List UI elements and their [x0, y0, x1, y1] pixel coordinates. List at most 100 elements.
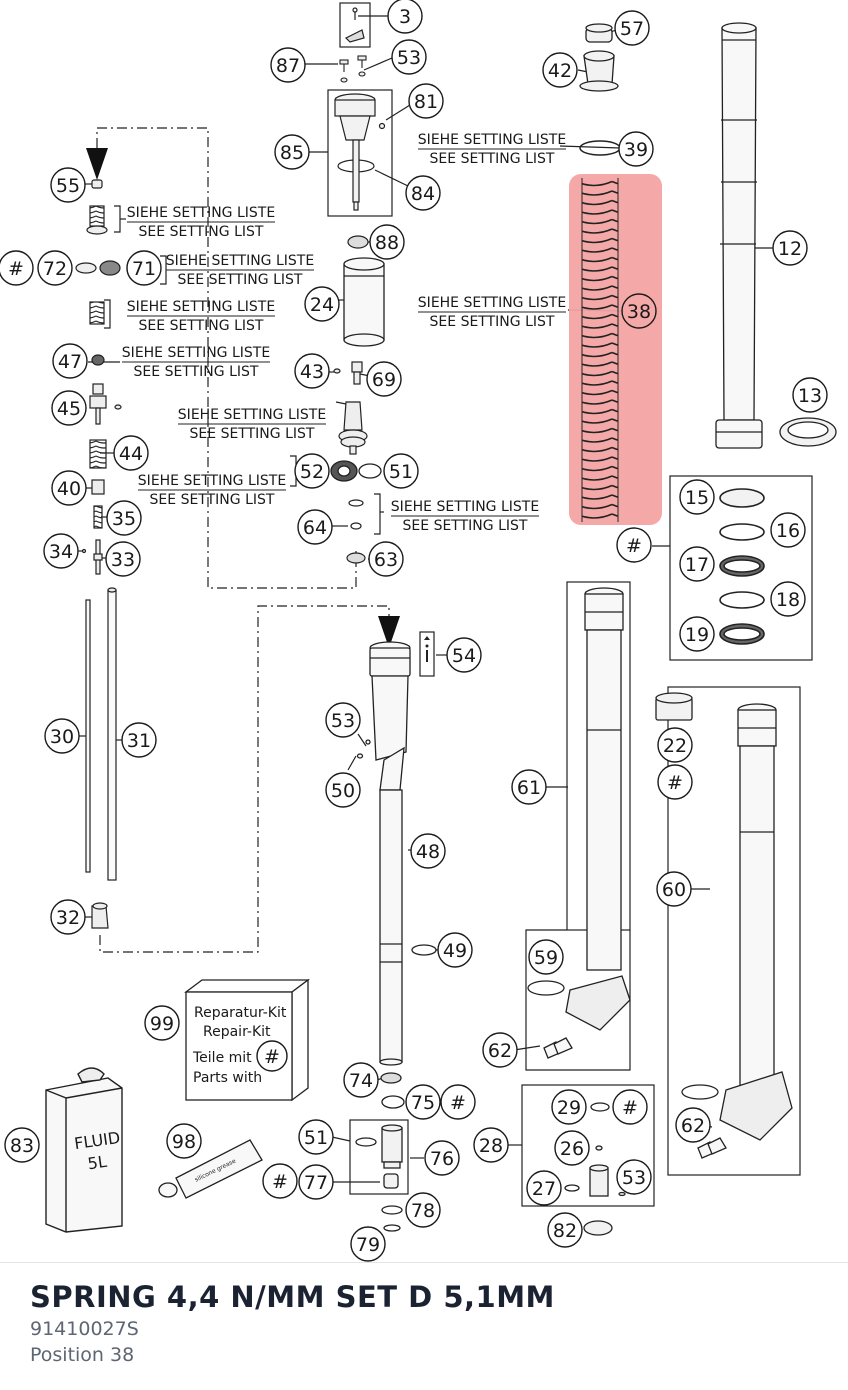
callout-number: 3 — [399, 6, 411, 28]
footer-divider — [0, 1262, 848, 1263]
setting-note-de: SIEHE SETTING LISTE — [178, 407, 326, 423]
parts-64-63-washers — [346, 499, 366, 564]
callout-number: 60 — [662, 879, 686, 901]
repair-kit-symbol-text: # — [264, 1046, 280, 1068]
callout-16: 16 — [770, 512, 806, 548]
callout-number: # — [272, 1171, 288, 1193]
setting-note-de: SIEHE SETTING LISTE — [127, 205, 275, 221]
repair-kit-label-de: Reparatur-Kit — [194, 1005, 287, 1021]
setting-list-notes: SIEHE SETTING LISTE SEE SETTING LIST SIEHE… — [122, 132, 566, 534]
callout-43: 43 — [294, 353, 330, 389]
callout-number: # — [450, 1092, 466, 1114]
callout-26: 26 — [554, 1130, 590, 1166]
part-position: Position 38 — [30, 1344, 135, 1366]
setting-note: SIEHE SETTING LISTE SEE SETTING LIST — [391, 499, 539, 534]
callout-54: 54 — [446, 637, 482, 673]
callout-number: 40 — [57, 478, 81, 500]
callout-number: 29 — [557, 1097, 581, 1119]
part-3-sealant-icon — [344, 7, 365, 43]
callout-72: 72 — [37, 250, 73, 286]
callout-71: 71 — [126, 250, 162, 286]
callout-number: # — [622, 1097, 638, 1119]
callout-number: # — [8, 258, 24, 280]
callout-number: 33 — [111, 549, 135, 571]
parts-with-label-en: Parts with — [193, 1070, 262, 1086]
callout-number: 71 — [132, 258, 156, 280]
callout-number: # — [626, 535, 642, 557]
callout-number: 74 — [349, 1070, 373, 1092]
part-49-o-ring — [411, 944, 437, 956]
callout-number: 57 — [620, 18, 644, 40]
callout-62: 62 — [675, 1107, 711, 1143]
setting-note-en: SEE SETTING LIST — [134, 364, 259, 380]
callout-number: 16 — [776, 520, 800, 542]
assembly-arrow-icon — [86, 148, 108, 180]
callout-22: 22 — [657, 727, 693, 763]
callout-number: 24 — [310, 294, 334, 316]
small-screws — [339, 55, 367, 83]
callout-number: 39 — [624, 139, 648, 161]
callout-number: 85 — [280, 142, 304, 164]
setting-note-de: SIEHE SETTING LISTE — [418, 295, 566, 311]
callout-number: 49 — [443, 940, 467, 962]
callout-number: 62 — [681, 1115, 705, 1137]
callout-number: 55 — [56, 175, 80, 197]
callout-38: 38 — [621, 293, 657, 329]
callout-number: 32 — [56, 907, 80, 929]
callout-repair-kit-symbol: # — [0, 250, 34, 286]
parts-52-51-piston — [330, 460, 382, 482]
callout-13: 13 — [792, 377, 828, 413]
callout-99: 99 — [144, 1005, 180, 1041]
callout-19: 19 — [679, 616, 715, 652]
part-69-valve — [333, 361, 363, 385]
callout-17: 17 — [679, 546, 715, 582]
callout-55: 55 — [50, 167, 86, 203]
setting-note-de: SIEHE SETTING LISTE — [122, 345, 270, 361]
callout-62: 62 — [482, 1032, 518, 1068]
callout-51: 51 — [298, 1119, 334, 1155]
setting-note-de: SIEHE SETTING LISTE — [166, 253, 314, 269]
callout-number: 64 — [303, 517, 327, 539]
setting-note: SIEHE SETTING LISTE SEE SETTING LIST — [122, 345, 270, 380]
callout-39: 39 — [618, 131, 654, 167]
callout-53: 53 — [325, 702, 361, 738]
callout-number: 77 — [304, 1172, 328, 1194]
setting-note-en: SEE SETTING LIST — [150, 492, 275, 508]
callout-82: 82 — [547, 1212, 583, 1248]
part-38-fork-spring — [581, 178, 619, 522]
part-title: SPRING 4,4 N/MM SET D 5,1MM — [30, 1280, 555, 1314]
setting-note-en: SEE SETTING LIST — [430, 151, 555, 167]
callout-number: 13 — [798, 385, 822, 407]
callout-87: 87 — [270, 47, 306, 83]
parts-with-label-de: Teile mit — [192, 1050, 252, 1066]
callout-number: 81 — [414, 91, 438, 113]
callout-number: 63 — [374, 549, 398, 571]
callout-45: 45 — [51, 390, 87, 426]
callout-50: 50 — [325, 772, 361, 808]
callout-number: 47 — [58, 351, 82, 373]
callout-number: 79 — [356, 1234, 380, 1256]
callout-53: 53 — [616, 1159, 652, 1195]
repair-kit-symbol: # — [256, 1040, 288, 1072]
part-22-guide — [655, 692, 693, 721]
setting-note-en: SEE SETTING LIST — [403, 518, 528, 534]
callout-number: 34 — [49, 541, 73, 563]
callout-number: 76 — [430, 1148, 454, 1170]
callout-repair-kit-symbol: # — [440, 1084, 476, 1120]
part-28-valve-group — [564, 1102, 626, 1236]
callout-number: 72 — [43, 258, 67, 280]
callout-60: 60 — [656, 871, 692, 907]
callout-81: 81 — [408, 83, 444, 119]
setting-note-de: SIEHE SETTING LISTE — [391, 499, 539, 515]
callout-number: 28 — [479, 1135, 503, 1157]
callout-28: 28 — [473, 1127, 509, 1163]
callout-64: 64 — [297, 509, 333, 545]
callout-85: 85 — [274, 134, 310, 170]
parts-15-19-bushings — [719, 488, 765, 645]
callout-number: 78 — [411, 1200, 435, 1222]
callout-number: 87 — [276, 55, 300, 77]
